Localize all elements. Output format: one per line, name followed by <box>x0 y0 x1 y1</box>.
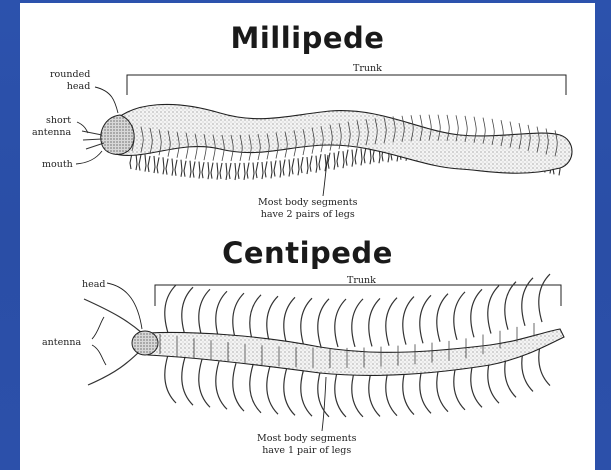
millipede-leg <box>163 157 164 174</box>
millipede-leg <box>235 163 236 180</box>
millipede-leg <box>193 162 195 178</box>
centipede-leg <box>199 359 210 407</box>
centipede-leg <box>267 296 278 344</box>
millipede-leg <box>139 155 141 171</box>
millipede-leg <box>229 163 231 179</box>
centipede-leg <box>437 294 448 342</box>
millipede-leg <box>334 153 335 170</box>
millipede-leg <box>211 163 213 179</box>
millipede-leg <box>238 163 240 179</box>
millipede-leg <box>352 150 353 167</box>
millipede-leg <box>307 157 308 174</box>
millipede-head-leader <box>95 87 118 113</box>
millipede-leg <box>343 151 344 168</box>
centipede-leg <box>301 368 312 416</box>
millipede-leg <box>265 161 267 177</box>
centipede-antenna-leader-lower <box>92 345 106 365</box>
centipede-leg <box>335 369 346 417</box>
centipede-leg <box>216 361 227 409</box>
millipede-leg <box>175 160 177 176</box>
centipede-leg <box>284 367 295 415</box>
centipede-head <box>132 331 158 355</box>
centipede-leg <box>250 365 261 413</box>
millipede-leg <box>346 150 348 166</box>
millipede-leg <box>154 156 155 173</box>
centipede-leg <box>182 287 193 335</box>
centipede-trunk-bracket <box>155 285 561 306</box>
millipede-leg <box>292 158 294 174</box>
millipede-leg <box>208 162 209 179</box>
centipede-leg <box>318 369 329 417</box>
centipede-leg <box>318 299 329 347</box>
centipede-leg <box>233 293 244 341</box>
millipede-leg <box>262 162 263 179</box>
millipede-leg <box>220 163 222 179</box>
millipede-leg <box>244 163 245 180</box>
millipede-head <box>101 115 134 154</box>
millipede-leg <box>199 162 200 179</box>
millipede-leg <box>181 160 182 177</box>
centipede-leg <box>352 299 363 347</box>
centipede-leg <box>335 299 346 347</box>
millipede-leg <box>256 162 258 178</box>
millipede-leg <box>298 158 299 175</box>
millipede-leg <box>148 156 150 172</box>
millipede-leg <box>337 151 339 167</box>
millipede-leg <box>217 163 218 180</box>
centipede-body <box>148 323 564 375</box>
diagram-illustration <box>20 3 595 470</box>
centipede-leg <box>199 289 210 337</box>
millipede-leg <box>247 163 249 179</box>
centipede-leg <box>454 292 465 340</box>
millipede-leg <box>283 159 285 175</box>
centipede-leg <box>369 298 380 346</box>
diagram-panel: Millipede Trunk rounded head short anten… <box>20 3 595 470</box>
millipede-leg <box>310 156 312 172</box>
millipede-mouth-leader <box>76 151 102 164</box>
centipede-leg <box>420 295 431 343</box>
millipede-leg <box>274 160 276 176</box>
centipede-leg <box>505 282 516 330</box>
millipede-leg <box>319 154 321 170</box>
centipede-head-leader <box>107 283 142 329</box>
centipede-leg <box>539 274 550 322</box>
millipede-leg <box>289 159 290 176</box>
millipede-leg <box>316 156 317 173</box>
millipede-leg <box>145 155 146 172</box>
millipede-leg <box>202 162 204 178</box>
centipede-leg <box>386 298 397 346</box>
millipede-leg <box>172 159 173 176</box>
millipede-leg <box>355 148 357 164</box>
millipede-leg <box>226 163 227 180</box>
centipede-leg <box>471 289 482 337</box>
centipede-leg <box>403 297 414 345</box>
centipede-leg <box>233 363 244 411</box>
millipede-leg <box>364 147 366 163</box>
centipede-leg <box>165 285 176 333</box>
centipede-leg <box>352 369 363 417</box>
millipede-leg <box>166 159 168 175</box>
millipede-leg <box>301 157 303 173</box>
centipede-leg <box>301 298 312 346</box>
centipede-leg <box>165 355 176 403</box>
millipede-leg <box>361 148 362 165</box>
centipede-leg <box>250 295 261 343</box>
centipede-leg <box>216 291 227 339</box>
centipede-leg <box>488 286 499 334</box>
millipede-trunk-bracket <box>127 75 566 95</box>
centipede-leg <box>284 297 295 345</box>
centipede-segments-leader <box>322 377 326 431</box>
millipede-leg <box>253 163 254 180</box>
centipede-leg <box>182 357 193 405</box>
millipede-leg <box>190 161 191 178</box>
centipede-antenna-leader-upper <box>92 317 104 339</box>
centipede-leg <box>267 366 278 414</box>
millipede-leg <box>157 157 159 173</box>
millipede-leg <box>280 160 281 177</box>
millipede-leg <box>271 161 272 178</box>
millipede-leg <box>184 161 186 177</box>
